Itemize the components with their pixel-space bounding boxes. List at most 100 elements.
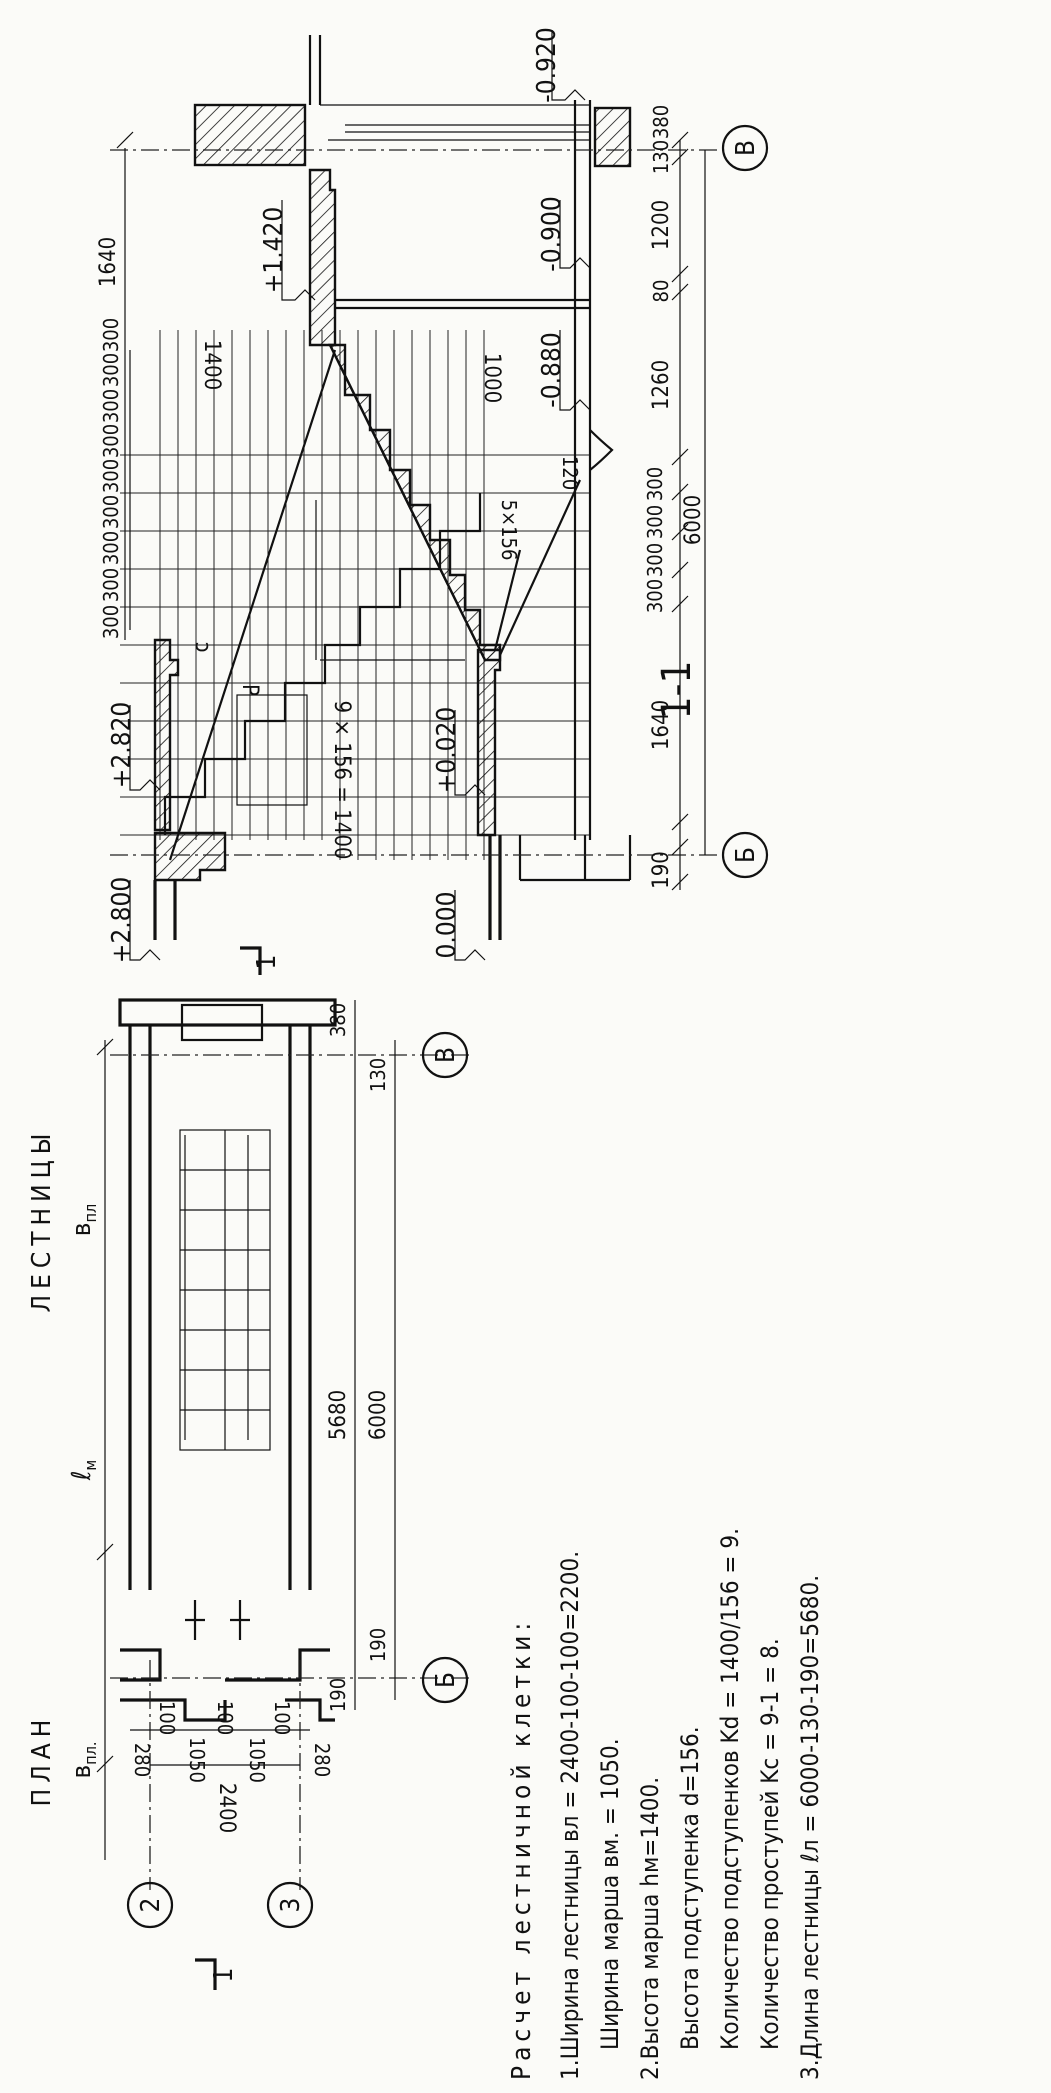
sec-dim-300a: 300 [643, 579, 667, 613]
sec-dim-1000: 1000 [479, 353, 504, 403]
plan-label-bpl-1: впл. [67, 1742, 100, 1779]
tread-dims: 300 300 300 300 300 300 300 300 300 [99, 318, 123, 639]
level-plus1420: +1.420 [259, 207, 289, 294]
tread-dim: 300 [99, 318, 123, 352]
cut-marker-bottom [195, 1958, 217, 1990]
plan-heading-1: ПЛАН [27, 1714, 57, 1807]
stair-plan: ПЛАН ЛЕСТНИЦЫ впл. ℓм впл [27, 946, 470, 1990]
plan-heading-2: ЛЕСТНИЦЫ [27, 1128, 57, 1313]
plan-label-lm: ℓм [67, 1460, 100, 1482]
calculation-block: Расчет лестничной клетки: 1.Ширина лестн… [507, 1528, 824, 2080]
tread-dim: 300 [99, 531, 123, 565]
door-opening [236, 694, 308, 806]
level-marks: -0.920 -0.900 -0.880 +1.420 +2.820 +2.80… [107, 27, 591, 964]
calc-line-4: Высота подступенка d=156. [676, 1726, 704, 2050]
tread-dim: 300 [99, 424, 123, 458]
section-grid [120, 330, 590, 860]
wall-v-axis [193, 103, 307, 167]
wall-v-basement [593, 106, 632, 168]
plan-dim-190: 190 [366, 1628, 390, 1662]
level-plus2800: +2.800 [107, 877, 137, 964]
tread-dim: 300 [99, 568, 123, 602]
level-plus0020: +0.020 [432, 707, 462, 794]
sec-label-c: c [189, 642, 214, 653]
plan-label-bpl-2: впл [67, 1204, 100, 1236]
mid-landing [308, 168, 337, 347]
plan-dim-inner-5680: 5680 [326, 1390, 351, 1440]
lower-landing [476, 648, 502, 837]
plan-walls [118, 998, 337, 1722]
cut-label-top: 1 [252, 955, 282, 970]
sec-label-p: P [237, 684, 262, 696]
plan-axis-bubble-2 [126, 1881, 174, 1929]
calc-line-1: 1.Ширина лестницы вл = 2400-100-100=2200… [556, 1551, 584, 2080]
level-minus0920: -0.920 [532, 27, 562, 102]
plan-axis-2: 2 [136, 1898, 166, 1913]
plan-width-1050b: 1050 [245, 1737, 269, 1783]
plan-width-280b: 280 [310, 1743, 334, 1777]
upper-flight-soffit [168, 349, 337, 861]
tread-dim: 300 [99, 495, 123, 529]
tie-line [498, 479, 582, 656]
plan-axis-v: В [431, 1047, 461, 1063]
plan-treads [149, 1129, 271, 1470]
calc-heading: Расчет лестничной клетки: [507, 1618, 537, 2080]
sec-dim-1400-top: 1400 [199, 340, 224, 390]
axis-bubble-b [721, 831, 769, 879]
dim-ticks [671, 131, 689, 891]
sec-dim-5x156: 5×156 [497, 500, 521, 561]
sec-dim-130: 130 [649, 140, 673, 174]
tread-dim: 300 [99, 459, 123, 493]
sec-dim-total-6000: 6000 [681, 495, 706, 545]
sec-dim-120: 120 [558, 456, 582, 490]
sec-dim-top-1640: 1640 [96, 237, 121, 287]
sec-dim-300b: 300 [643, 543, 667, 577]
section-title: 1-1 [654, 661, 700, 720]
level-plus2820: +2.820 [107, 702, 137, 789]
wall-b-axis [153, 831, 227, 882]
plan-dim-190b: 190 [326, 1678, 350, 1712]
sec-dim-80: 80 [649, 280, 673, 303]
level-minus0880: -0.880 [537, 332, 567, 407]
tread-dim: 300 [99, 389, 123, 423]
sec-dim-risers: 9 × 156 = 1400 [329, 700, 354, 859]
sec-dim-1640: 1640 [649, 700, 674, 750]
sec-dim-380: 380 [649, 105, 673, 139]
plan-dim-380: 380 [326, 1003, 350, 1037]
sec-dim-300d: 300 [643, 467, 667, 501]
plan-width-100a: 100 [155, 1701, 179, 1735]
calc-line-6: Количество проступей Kc = 9-1 = 8. [756, 1638, 784, 2050]
section-axis-b: Б [731, 847, 761, 863]
sec-dim-300c: 300 [643, 505, 667, 539]
tread-dim: 300 [99, 605, 123, 639]
plan-width-1050a: 1050 [185, 1737, 209, 1783]
plan-width-100c: 100 [270, 1701, 294, 1735]
plan-axis-3: 3 [276, 1898, 306, 1913]
calc-line-5: Количество подступенков Kd = 1400/156 = … [716, 1528, 744, 2050]
plan-width-280a: 280 [130, 1743, 154, 1777]
plan-dim-130: 130 [366, 1058, 390, 1092]
plan-width-100b: 100 [213, 1701, 237, 1735]
calc-line-7: 3.Длина лестницы ℓл = 6000-130-190=5680. [796, 1575, 824, 2080]
calc-line-2: Ширина марша вм. = 1050. [596, 1738, 624, 2050]
sec-dim-190: 190 [649, 851, 674, 889]
section-1-1: 1-1 [96, 27, 769, 964]
level-zero: 0.000 [432, 892, 462, 959]
sec-dim-1200: 1200 [649, 200, 674, 250]
cut-marker-top [240, 946, 262, 975]
plan-axis-bubble-b [421, 1656, 469, 1704]
cut-label-bottom: 1 [209, 1968, 239, 1983]
tread-dim: 300 [99, 353, 123, 387]
lower-flight-soffit [329, 344, 486, 661]
plan-axis-bubble-v [421, 1031, 469, 1079]
sec-dim-1260: 1260 [649, 360, 674, 410]
level-minus0900: -0.900 [537, 196, 567, 271]
plan-axis-b: Б [431, 1672, 461, 1688]
plan-width-total-2400: 2400 [214, 1783, 239, 1833]
axis-bubble-v [721, 124, 769, 172]
calc-line-3: 2.Высота марша hм=1400. [636, 1777, 664, 2080]
tie-line-2 [493, 549, 522, 651]
lower-flight [328, 343, 502, 662]
plan-axis-bubble-3 [266, 1881, 314, 1929]
